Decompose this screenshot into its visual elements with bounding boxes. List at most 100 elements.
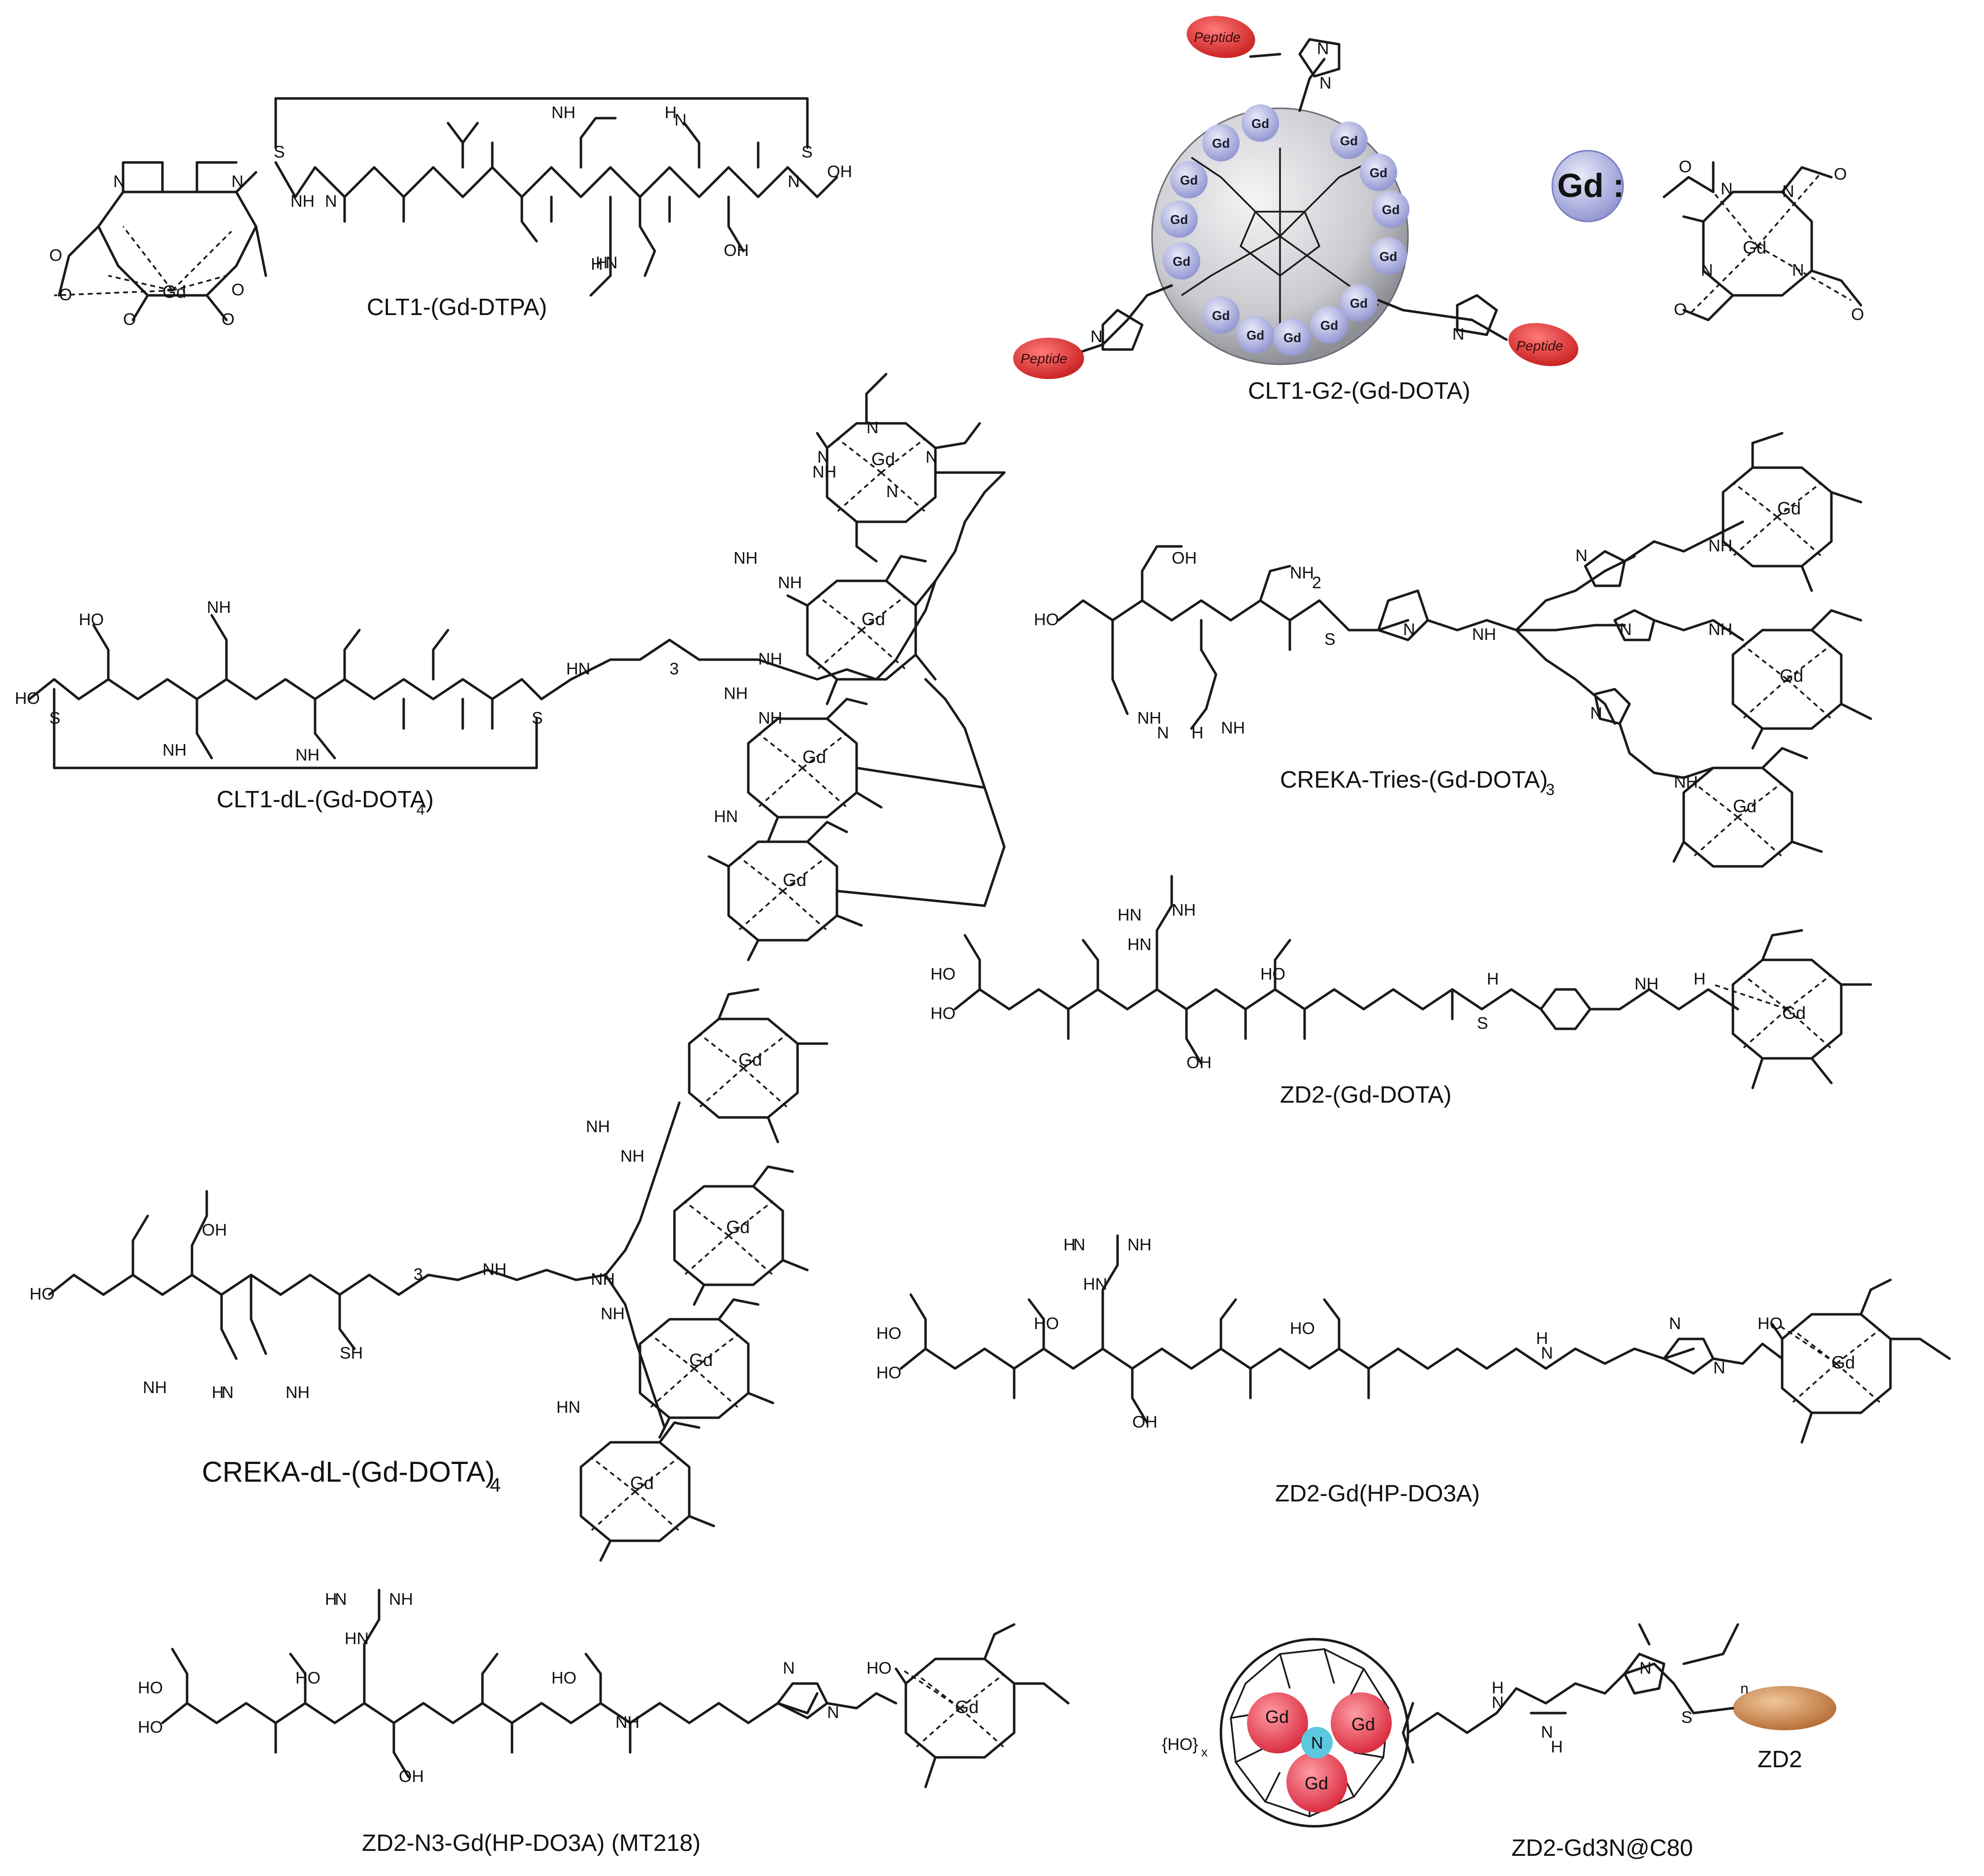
svg-text:HO: HO <box>1034 1314 1059 1333</box>
svg-text:N: N <box>783 1659 795 1678</box>
gd-atom-2 <box>1331 1692 1392 1753</box>
svg-text:OH: OH <box>1186 1053 1212 1072</box>
svg-text:O: O <box>59 286 72 304</box>
svg-text:NH: NH <box>601 1304 625 1323</box>
svg-text:S: S <box>1477 1014 1488 1033</box>
svg-text:Gd: Gd <box>1379 249 1397 264</box>
svg-text:N: N <box>1452 325 1465 344</box>
svg-text:NH: NH <box>1137 709 1161 728</box>
dota-cage-c1: Gd <box>688 988 829 1144</box>
dota-cage-t3: Gd <box>1672 747 1823 868</box>
svg-text:Gd: Gd <box>955 1697 979 1717</box>
svg-text:N: N <box>1541 1723 1553 1742</box>
svg-text:H: H <box>665 103 677 122</box>
svg-text:N: N <box>1317 39 1329 58</box>
svg-text:Gd: Gd <box>1212 308 1230 323</box>
svg-text:H: H <box>591 255 603 274</box>
svg-text:O: O <box>123 310 136 329</box>
svg-text:S: S <box>801 143 813 161</box>
svg-text:n: n <box>1740 1681 1749 1697</box>
svg-text:NH: NH <box>1674 773 1698 792</box>
svg-text:HO: HO <box>930 965 956 984</box>
svg-text:NH: NH <box>620 1147 644 1166</box>
structure-clt1-dl-gd-dota4: Gd N N N N Gd Gd Gd HO S S HO <box>15 373 1006 961</box>
svg-text:HO: HO <box>1034 610 1059 629</box>
label-clt1-g2-gd-dota: CLT1-G2-(Gd-DOTA) <box>1248 378 1471 404</box>
svg-text:N: N <box>1319 74 1332 93</box>
svg-text:HO: HO <box>30 1285 55 1304</box>
svg-text:N: N <box>231 172 244 191</box>
svg-text:N: N <box>325 192 337 211</box>
svg-text:NH: NH <box>758 709 782 728</box>
svg-text:OH: OH <box>399 1767 424 1786</box>
svg-text:{HO}: {HO} <box>1162 1735 1198 1754</box>
label-creka-dl: CREKA-dL-(Gd-DOTA) 4 <box>202 1456 501 1496</box>
svg-text:3: 3 <box>670 660 679 678</box>
svg-text:H: H <box>212 1383 224 1402</box>
svg-text:S: S <box>532 709 543 728</box>
svg-text:O: O <box>1679 158 1692 176</box>
svg-text:2: 2 <box>1312 573 1321 592</box>
svg-text:Gd: Gd <box>1320 318 1338 333</box>
svg-text:NH: NH <box>1290 564 1314 582</box>
svg-text:HO: HO <box>15 689 40 708</box>
svg-text:N: N <box>886 482 898 501</box>
svg-text:O: O <box>1834 165 1847 184</box>
svg-text:NH: NH <box>1708 537 1732 555</box>
svg-text:N: N <box>1575 546 1588 565</box>
dota-cage-1: Gd N N N N <box>816 373 981 563</box>
svg-text:Gd: Gd <box>1305 1773 1328 1793</box>
svg-text:NH: NH <box>778 573 802 592</box>
dota-cage-c2: Gd <box>673 1165 809 1306</box>
svg-text:HO: HO <box>1290 1319 1315 1338</box>
svg-text:3: 3 <box>414 1265 423 1284</box>
svg-text:Gd: Gd <box>1283 330 1301 345</box>
structure-zd2-n3-gd-hpdo3a: Gd HO HO H N HN NH HO OH HO NH N N HO ZD… <box>138 1589 1070 1856</box>
label-zd2-n3-mt218: ZD2-N3-Gd(HP-DO3A) (MT218) <box>362 1830 701 1856</box>
svg-text:O: O <box>49 246 62 265</box>
svg-text:O: O <box>231 281 244 299</box>
svg-text:NH: NH <box>1708 620 1732 639</box>
dota-cage-4: Gd <box>707 821 863 961</box>
svg-text:N: N <box>1541 1344 1553 1363</box>
svg-text:S: S <box>1681 1708 1693 1727</box>
svg-text:NH: NH <box>482 1260 507 1279</box>
svg-text:NH: NH <box>295 746 320 764</box>
svg-text:N: N <box>788 172 800 191</box>
svg-text:NH: NH <box>389 1590 413 1609</box>
svg-text:NH: NH <box>1127 1236 1152 1254</box>
svg-text:Peptide: Peptide <box>1021 351 1067 366</box>
structure-creka-tries-gd-dota3: Gd Gd Gd HO OH NH 2 S N NH NH H N NH N N… <box>1034 432 1872 868</box>
svg-text:N: N <box>113 172 126 191</box>
dota-cage-z1: Gd <box>1713 929 1872 1089</box>
svg-text:CLT1-dL-(Gd-DOTA): CLT1-dL-(Gd-DOTA) <box>217 787 434 813</box>
svg-text:H: H <box>1551 1738 1563 1756</box>
svg-text:H: H <box>325 1590 337 1609</box>
svg-text:N: N <box>674 111 687 129</box>
svg-text:O: O <box>222 310 234 329</box>
dota-cage-2: Gd <box>786 555 937 705</box>
svg-text:Gd: Gd <box>871 449 895 469</box>
svg-text:N: N <box>1073 1236 1086 1254</box>
svg-text:x: x <box>1201 1745 1208 1759</box>
structure-clt1-gd-dtpa: S S OH N NH N NH H N H N OH H O N N O Gd… <box>49 97 852 329</box>
svg-text:N: N <box>1713 1359 1726 1377</box>
dota-cage-m1: Gd <box>895 1623 1070 1788</box>
svg-text:OH: OH <box>1172 549 1197 568</box>
svg-text:Gd: Gd <box>862 609 885 629</box>
svg-text:HO: HO <box>876 1364 901 1382</box>
svg-text:NH: NH <box>758 650 782 668</box>
svg-text:Gd: Gd <box>1247 328 1264 343</box>
svg-text:Gd: Gd <box>1212 136 1230 151</box>
svg-text:HO: HO <box>1260 965 1285 984</box>
svg-text:N: N <box>1157 724 1169 742</box>
svg-text:CREKA-Tries-(Gd-DOTA): CREKA-Tries-(Gd-DOTA) <box>1280 767 1548 793</box>
svg-text:HN: HN <box>556 1398 580 1417</box>
svg-text:HO: HO <box>876 1324 901 1343</box>
svg-text:HO: HO <box>138 1679 163 1697</box>
svg-text:H: H <box>1536 1329 1548 1348</box>
gd-badges: Gd Gd Gd Gd Gd Gd Gd Gd Gd Gd Gd Gd Gd G… <box>1160 104 1409 356</box>
label-zd2-gd-dota: ZD2-(Gd-DOTA) <box>1280 1082 1451 1108</box>
svg-text:NH: NH <box>1172 901 1196 920</box>
structure-zd2-gd-dota: Gd HO HO HN HN NH HO OH H S NH H ZD2-(Gd… <box>930 875 1872 1108</box>
